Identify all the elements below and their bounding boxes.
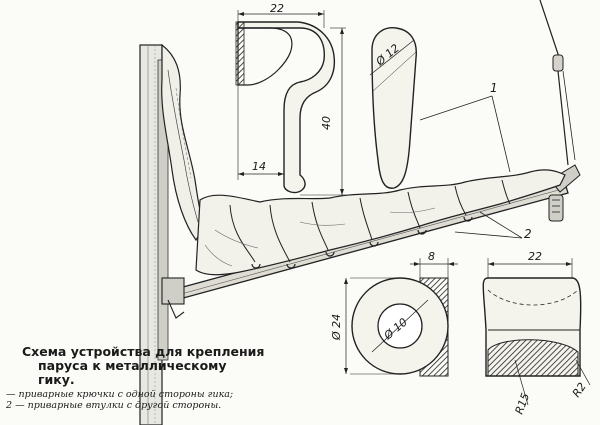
- rigging-line: [539, 0, 576, 166]
- caption-title-line-1: Схема устройства для крепления: [22, 344, 265, 359]
- callout-hook: 1: [419, 81, 511, 173]
- bushing-small-radius-label: R2: [570, 380, 589, 399]
- hook-width-label: 22: [270, 2, 284, 15]
- bushing-wall-label: 8: [428, 250, 435, 263]
- sail-foot-roll: [195, 169, 566, 276]
- callout-bushing: 2: [454, 211, 532, 241]
- bushing-section: 22 R15 R2: [482, 250, 591, 416]
- caption-title-line-3: гику.: [38, 372, 75, 387]
- callout-hook-number: 1: [490, 81, 498, 95]
- callout-bushing-number: 2: [524, 227, 532, 241]
- legend-item-2: 2 — приварные втулки с другой стороны.: [6, 399, 222, 411]
- caption-title-line-2: паруса к металлическому: [38, 358, 227, 373]
- bushing-radius-label: R15: [513, 391, 533, 416]
- hook-height-label: 40: [320, 116, 333, 130]
- bushing-ring: Ø 10 Ø 24 8: [330, 250, 458, 377]
- legend-item-1: — приварные крючки с одной стороны гика;: [6, 389, 234, 400]
- hook-profile: 22 40 14: [235, 2, 346, 196]
- caption-title: Схема устройства для крепления паруса к …: [22, 345, 336, 387]
- bushing-outer-label: Ø 24: [330, 314, 343, 341]
- hook-front-view: Ø 12: [369, 27, 417, 189]
- hook-lower-label: 14: [252, 160, 266, 173]
- caption-block: Схема устройства для крепления паруса к …: [6, 345, 336, 411]
- bushing-length-label: 22: [528, 250, 542, 263]
- caption-legend: — приварные крючки с одной стороны гика;…: [6, 389, 336, 411]
